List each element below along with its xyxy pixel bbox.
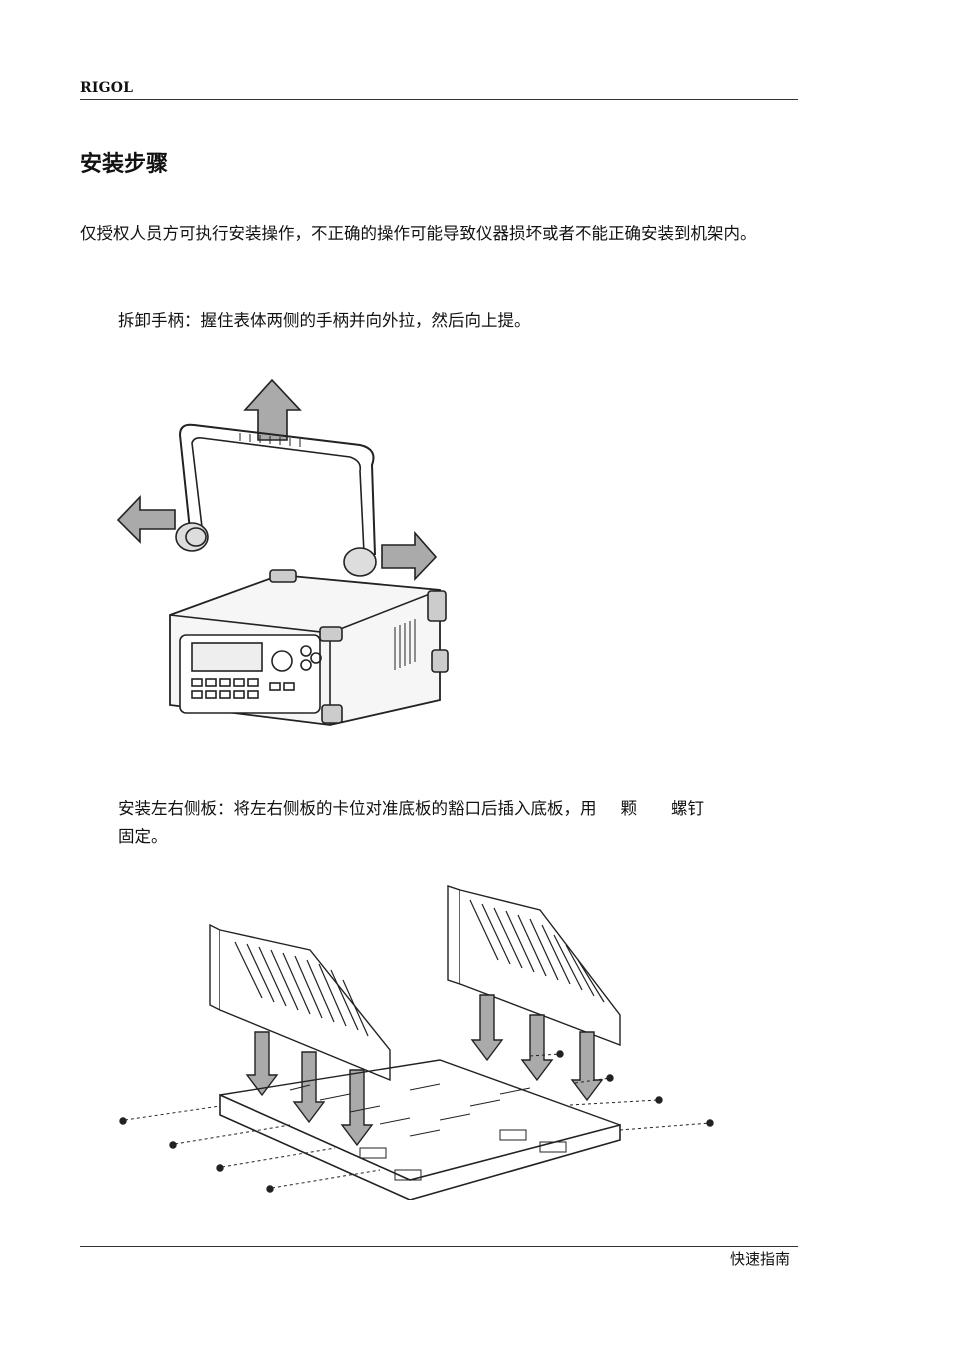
handle-shape	[178, 423, 376, 556]
screw-icon	[556, 1050, 564, 1058]
left-side-plate	[209, 923, 221, 1012]
arrow-down-icon	[292, 1051, 326, 1124]
arrow-left-icon	[116, 495, 176, 544]
screw-icon	[169, 1141, 177, 1149]
step-remove-handle: 拆卸手柄：握住表体两侧的手柄并向外拉，然后向上提。	[118, 311, 531, 330]
arrow-down-icon	[245, 1031, 279, 1097]
arrow-down-icon	[470, 994, 504, 1062]
screw-icon	[216, 1164, 224, 1172]
screw-icon	[266, 1185, 274, 1193]
footer-label: 快速指南	[730, 1250, 791, 1268]
screw-icon	[706, 1119, 714, 1127]
step-install-side-plates: 安装左右侧板：将左右侧板的卡位对准底板的豁口后插入底板，用 颗 螺钉 固定。	[118, 795, 800, 851]
handle-removal-figure	[116, 378, 449, 726]
side-plate-installation-figure	[119, 885, 714, 1200]
header-divider	[80, 99, 798, 100]
arrow-up-icon	[243, 378, 302, 441]
step2-text-b: 颗	[620, 799, 638, 818]
screw-icon	[655, 1096, 663, 1104]
intro-paragraph: 仅授权人员方可执行安装操作，不正确的操作可能导致仪器损坏或者不能正确安装到机架内…	[80, 224, 757, 243]
step2-text-c: 螺钉	[671, 799, 704, 818]
arrow-right-icon	[381, 530, 438, 581]
step2-text-a: 安装左右侧板：将左右侧板的卡位对准底板的豁口后插入底板，用	[118, 799, 597, 818]
step2-text-d: 固定。	[118, 827, 168, 846]
arrow-down-icon	[570, 1031, 604, 1102]
section-title: 安装步骤	[80, 152, 169, 177]
arrow-down-icon	[520, 1014, 554, 1082]
arrow-down-icon	[340, 1069, 374, 1147]
right-side-plate	[447, 885, 461, 985]
header-brand: RIGOL	[80, 80, 134, 96]
footer-divider	[80, 1246, 798, 1247]
screw-icon	[119, 1117, 127, 1125]
screw-icon	[606, 1074, 614, 1082]
base-plate	[219, 1093, 621, 1200]
